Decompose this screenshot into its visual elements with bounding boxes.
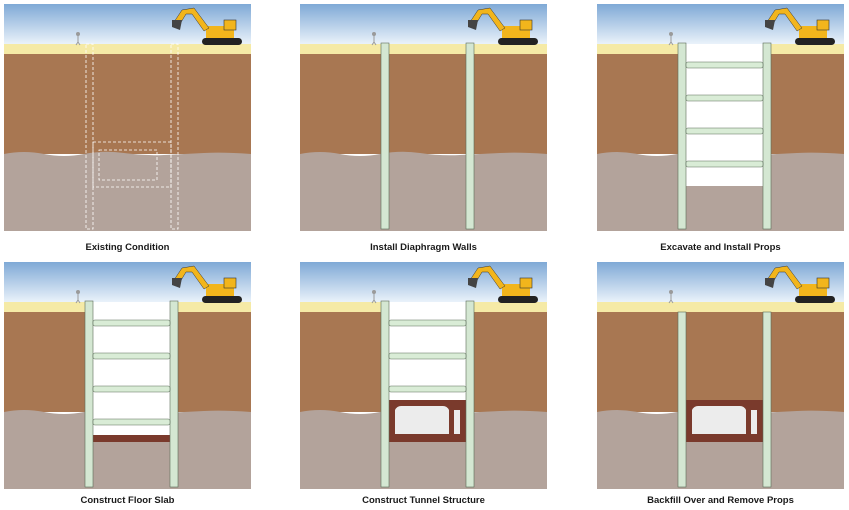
props <box>388 319 467 393</box>
caption-construct-floor-slab: Construct Floor Slab <box>80 495 175 506</box>
prop-4 <box>685 160 764 168</box>
stage-existing-condition <box>4 4 251 231</box>
tunnel-structure <box>389 400 466 442</box>
caption-backfill-remove-props: Backfill Over and Remove Props <box>647 495 794 506</box>
person-icon <box>668 32 674 46</box>
excavator-icon <box>765 265 835 303</box>
stage-excavate-install-props <box>597 4 844 231</box>
left-diaphragm-wall <box>677 311 687 488</box>
right-diaphragm-wall <box>465 300 475 488</box>
person-icon <box>371 32 377 46</box>
right-diaphragm-wall <box>762 42 772 230</box>
caption-install-diaphragm-walls: Install Diaphragm Walls <box>370 242 477 253</box>
prop-1 <box>388 319 467 327</box>
right-diaphragm-wall <box>465 42 475 230</box>
right-diaphragm-wall <box>762 311 772 488</box>
right-diaphragm-wall <box>169 300 179 488</box>
prop-4 <box>92 418 171 426</box>
lower-soil-layer <box>597 409 844 489</box>
person-icon <box>75 32 81 46</box>
existing-condition-diagram <box>4 4 251 231</box>
left-diaphragm-wall <box>380 300 390 488</box>
stage-install-diaphragm-walls <box>300 4 547 231</box>
lower-soil-layer <box>300 409 547 489</box>
upper-soil-layer <box>597 312 844 412</box>
ground-surface <box>300 44 547 54</box>
excavator-icon <box>468 7 538 45</box>
prop-1 <box>685 61 764 69</box>
prop-2 <box>685 94 764 102</box>
excavator-icon <box>172 265 242 303</box>
prop-1 <box>92 319 171 327</box>
prop-3 <box>685 127 764 135</box>
backfill-remove-props-diagram <box>597 262 844 489</box>
upper-soil-layer <box>4 54 251 154</box>
left-diaphragm-wall <box>380 42 390 230</box>
caption-existing-condition: Existing Condition <box>85 242 170 253</box>
excavate-install-props-diagram <box>597 4 844 231</box>
person-icon <box>371 290 377 304</box>
ground-surface <box>597 302 844 312</box>
stage-construct-tunnel-structure <box>300 262 547 489</box>
lower-soil-layer <box>4 409 251 489</box>
lower-soil-layer <box>4 151 251 231</box>
install-diaphragm-walls-diagram <box>300 4 547 231</box>
prop-3 <box>388 385 467 393</box>
excavator-icon <box>765 7 835 45</box>
lower-soil-layer <box>597 151 844 231</box>
tunnel-structure <box>686 400 763 442</box>
prop-3 <box>92 385 171 393</box>
caption-construct-tunnel-structure: Construct Tunnel Structure <box>362 495 485 506</box>
left-diaphragm-wall <box>677 42 687 230</box>
person-icon <box>668 290 674 304</box>
stage-construct-floor-slab <box>4 262 251 489</box>
props <box>92 319 171 426</box>
excavator-icon <box>468 265 538 303</box>
floor-slab <box>93 435 170 442</box>
stage-backfill-remove-props <box>597 262 844 489</box>
construct-tunnel-structure-diagram <box>300 262 547 489</box>
prop-2 <box>92 352 171 360</box>
prop-2 <box>388 352 467 360</box>
left-diaphragm-wall <box>84 300 94 488</box>
ground-surface <box>4 44 251 54</box>
excavator-icon <box>172 7 242 45</box>
upper-soil-layer <box>300 54 547 154</box>
proposed-outline <box>85 43 179 230</box>
construct-floor-slab-diagram <box>4 262 251 489</box>
person-icon <box>75 290 81 304</box>
caption-excavate-install-props: Excavate and Install Props <box>660 242 781 253</box>
lower-soil-layer <box>300 151 547 231</box>
props <box>685 61 764 168</box>
